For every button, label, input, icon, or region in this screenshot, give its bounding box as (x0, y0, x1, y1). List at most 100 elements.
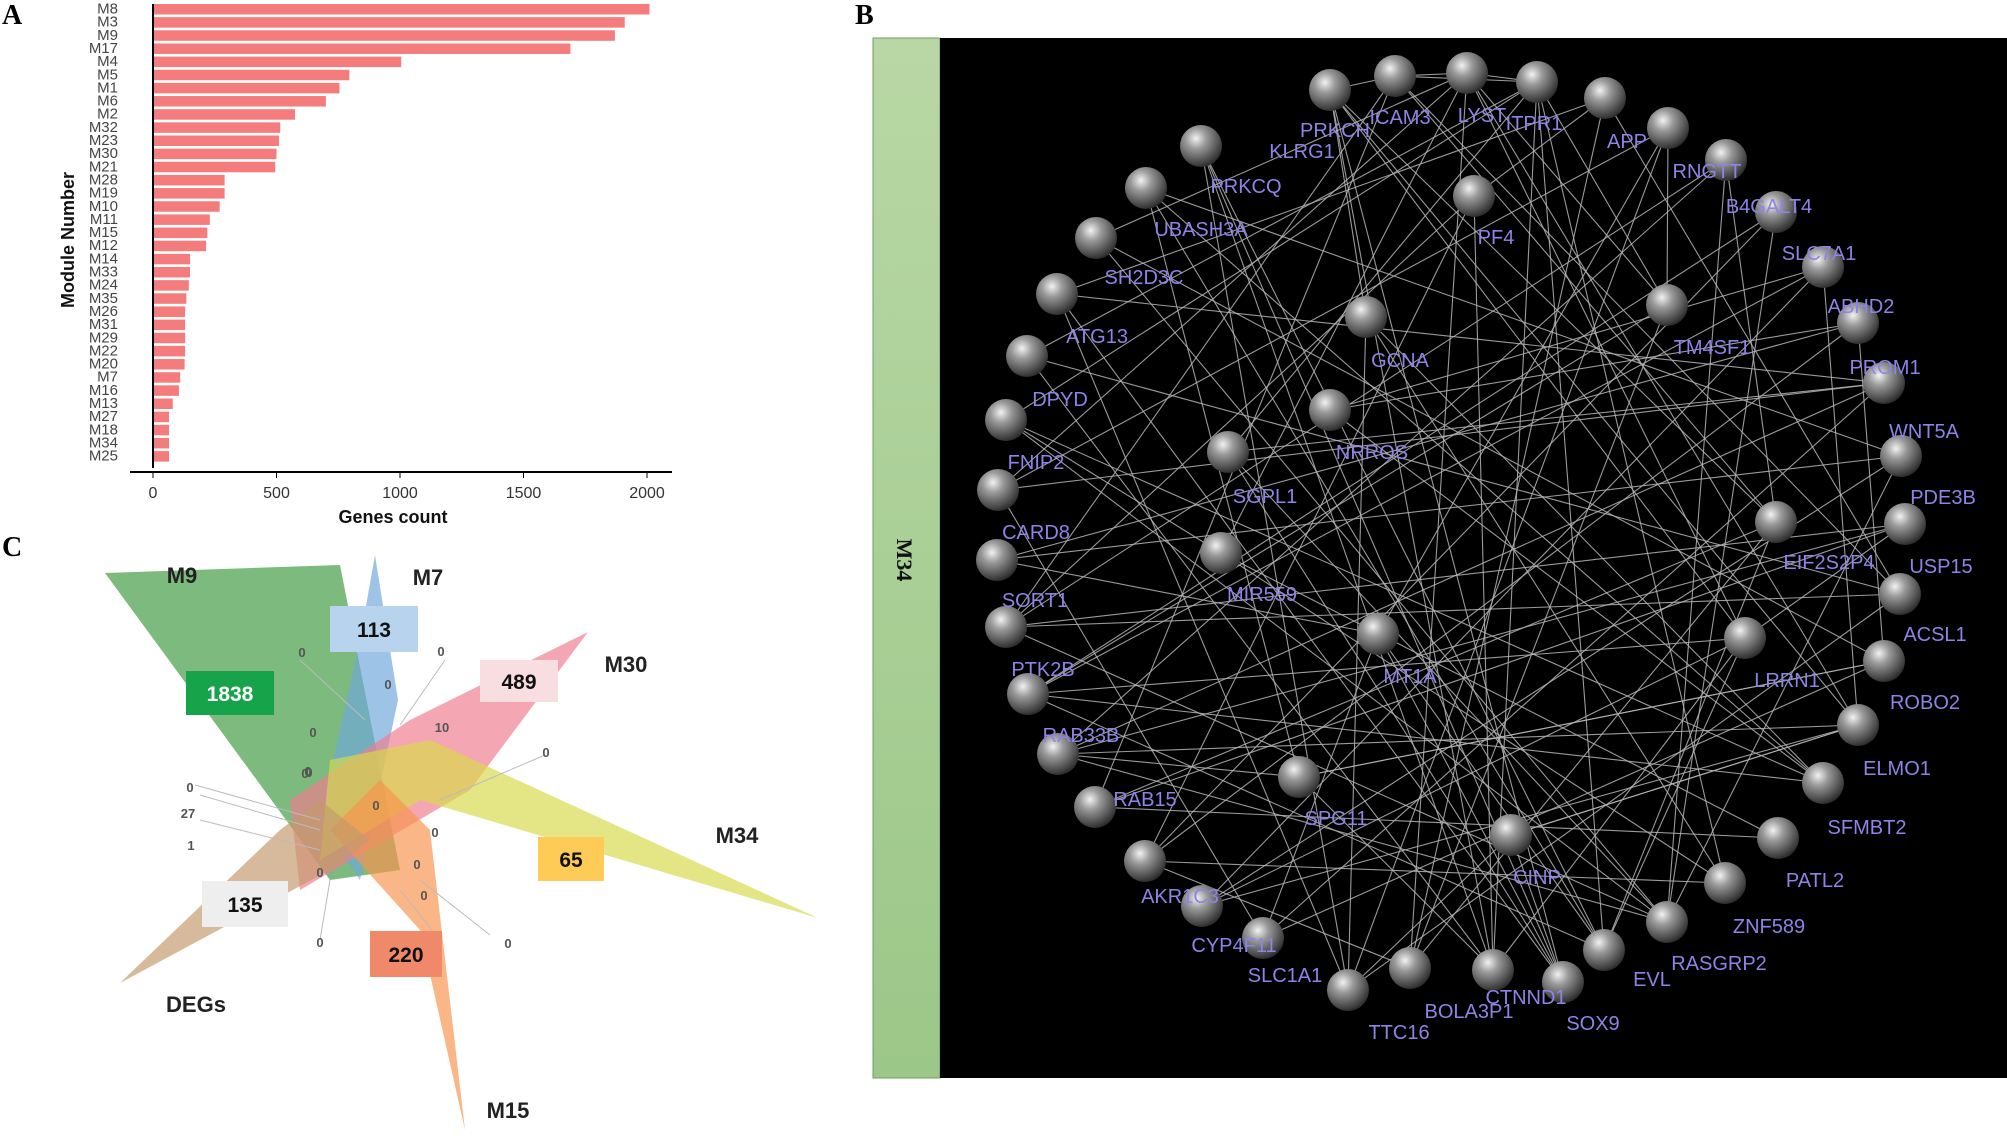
node-label-cinp: CINP (1513, 867, 1561, 889)
module-tick-label: M23 (89, 132, 118, 149)
bar-M7 (153, 372, 181, 383)
node-label-wnt5a: WNT5A (1889, 421, 1960, 443)
network-edge (1666, 211, 1777, 923)
x-tick-label: 1500 (506, 485, 542, 502)
network-edge (1347, 593, 1901, 991)
network-edge (1057, 159, 1727, 755)
node-label-znf589: ZNF589 (1733, 916, 1805, 938)
node-evl (1583, 929, 1625, 971)
node-label-usp15: USP15 (1909, 556, 1972, 578)
module-tick-label: M19 (89, 185, 118, 202)
bar-M5 (153, 69, 350, 81)
bar-M35 (153, 293, 187, 304)
network-edge (1056, 97, 1606, 295)
venn-set-label-m9: M9 (167, 563, 198, 588)
network-edge (1365, 316, 1726, 884)
module-tick-label: M30 (89, 145, 118, 162)
network-edge (1026, 355, 1901, 595)
module-tick-label: M34 (89, 434, 118, 451)
module-side-bar (872, 37, 941, 1079)
network-edge (1220, 552, 1726, 884)
network-nodes (976, 52, 1926, 1011)
node-bola3p1 (1389, 947, 1431, 989)
node-prom1 (1837, 302, 1879, 344)
node-label-klrg1: KLRG1 (1269, 141, 1335, 163)
network-edge (1227, 81, 1538, 453)
network-edge (1666, 127, 1669, 306)
network-edge (1005, 593, 1901, 628)
venn-set-label-m15: M15 (487, 1098, 530, 1123)
node-sgpl1 (1207, 431, 1249, 473)
node-label-rab15: RAB15 (1113, 789, 1176, 811)
node-app (1584, 77, 1626, 119)
node-label-tm4sf1: TM4SF1 (1674, 337, 1751, 359)
venn-leader-line (319, 879, 331, 941)
venn-intersection-count: 0 (316, 935, 323, 950)
bar-M17 (153, 43, 571, 54)
node-lrrn1 (1724, 617, 1766, 659)
node-elmo1 (1837, 704, 1879, 746)
node-tm4sf1 (1646, 284, 1688, 326)
module-tick-label: M5 (97, 66, 118, 83)
node-fnip2 (977, 469, 1019, 511)
node-atg13 (1006, 335, 1048, 377)
venn-intersection-count: 0 (504, 936, 511, 951)
module-tick-label: M7 (97, 369, 118, 386)
panel-a-bar-chart: A M8M3M9M17M4M5M1M6M2M32M23M30M21M28M19M… (2, 0, 672, 527)
venn-count-box-m15 (370, 931, 442, 977)
venn-count-box-m34 (538, 837, 604, 881)
network-edge (1603, 521, 1777, 951)
bar-M10 (153, 201, 220, 212)
node-label-card8: CARD8 (1002, 522, 1070, 544)
bar-M33 (153, 267, 191, 278)
module-tick-label: M9 (97, 27, 118, 44)
network-edge (996, 455, 1902, 561)
module-tick-label: M21 (89, 158, 118, 175)
node-card8 (976, 539, 1018, 581)
network-edge (1056, 293, 1885, 384)
bar-M19 (153, 188, 225, 199)
venn-intersection-count: 0 (298, 645, 305, 660)
node-abhd2 (1802, 246, 1844, 288)
network-edge (1394, 75, 1901, 595)
network-edge (1005, 626, 1668, 923)
node-cyp4f11 (1181, 885, 1223, 927)
node-b4galt4 (1705, 139, 1747, 181)
node-label-rngtt: RNGTT (1673, 161, 1742, 183)
node-rab33b (1037, 733, 1079, 775)
x-tick-label: 500 (263, 485, 290, 502)
node-sox9 (1542, 961, 1584, 1003)
y-axis-title: Module Number (58, 172, 78, 308)
network-edge (1005, 81, 1538, 421)
network-edge (1005, 75, 1396, 628)
node-klrg1 (1180, 125, 1222, 167)
bar-M3 (153, 17, 625, 28)
node-znf589 (1704, 862, 1746, 904)
node-label-fnip2: FNIP2 (1008, 452, 1065, 474)
node-label-dpyd: DPYD (1032, 389, 1088, 411)
node-label-prkcq: PRKCQ (1210, 176, 1281, 198)
module-tick-label: M28 (89, 171, 118, 188)
venn-intersection-count: 0 (420, 888, 427, 903)
network-edge (1536, 81, 1668, 306)
node-sort1 (985, 606, 1027, 648)
node-itpr1 (1516, 61, 1558, 103)
bar-M12 (153, 240, 207, 252)
network-edge (1094, 523, 1906, 808)
bar-M26 (153, 306, 186, 317)
network-edge (1095, 72, 1468, 239)
network-edge (1347, 127, 1669, 991)
venn-intersection-count: 0 (301, 766, 308, 781)
network-edge (1666, 159, 1727, 923)
bar-M28 (153, 174, 225, 186)
network-edge (1329, 89, 1859, 726)
network-edge (1377, 127, 1669, 635)
node-label-slc1a1: SLC1A1 (1248, 965, 1323, 987)
node-nrros (1309, 389, 1351, 431)
venn-leader-line (299, 659, 366, 721)
node-eif2s2p4 (1755, 501, 1797, 543)
node-label-b4galt4: B4GALT4 (1726, 196, 1812, 218)
network-edge (1262, 382, 1885, 939)
